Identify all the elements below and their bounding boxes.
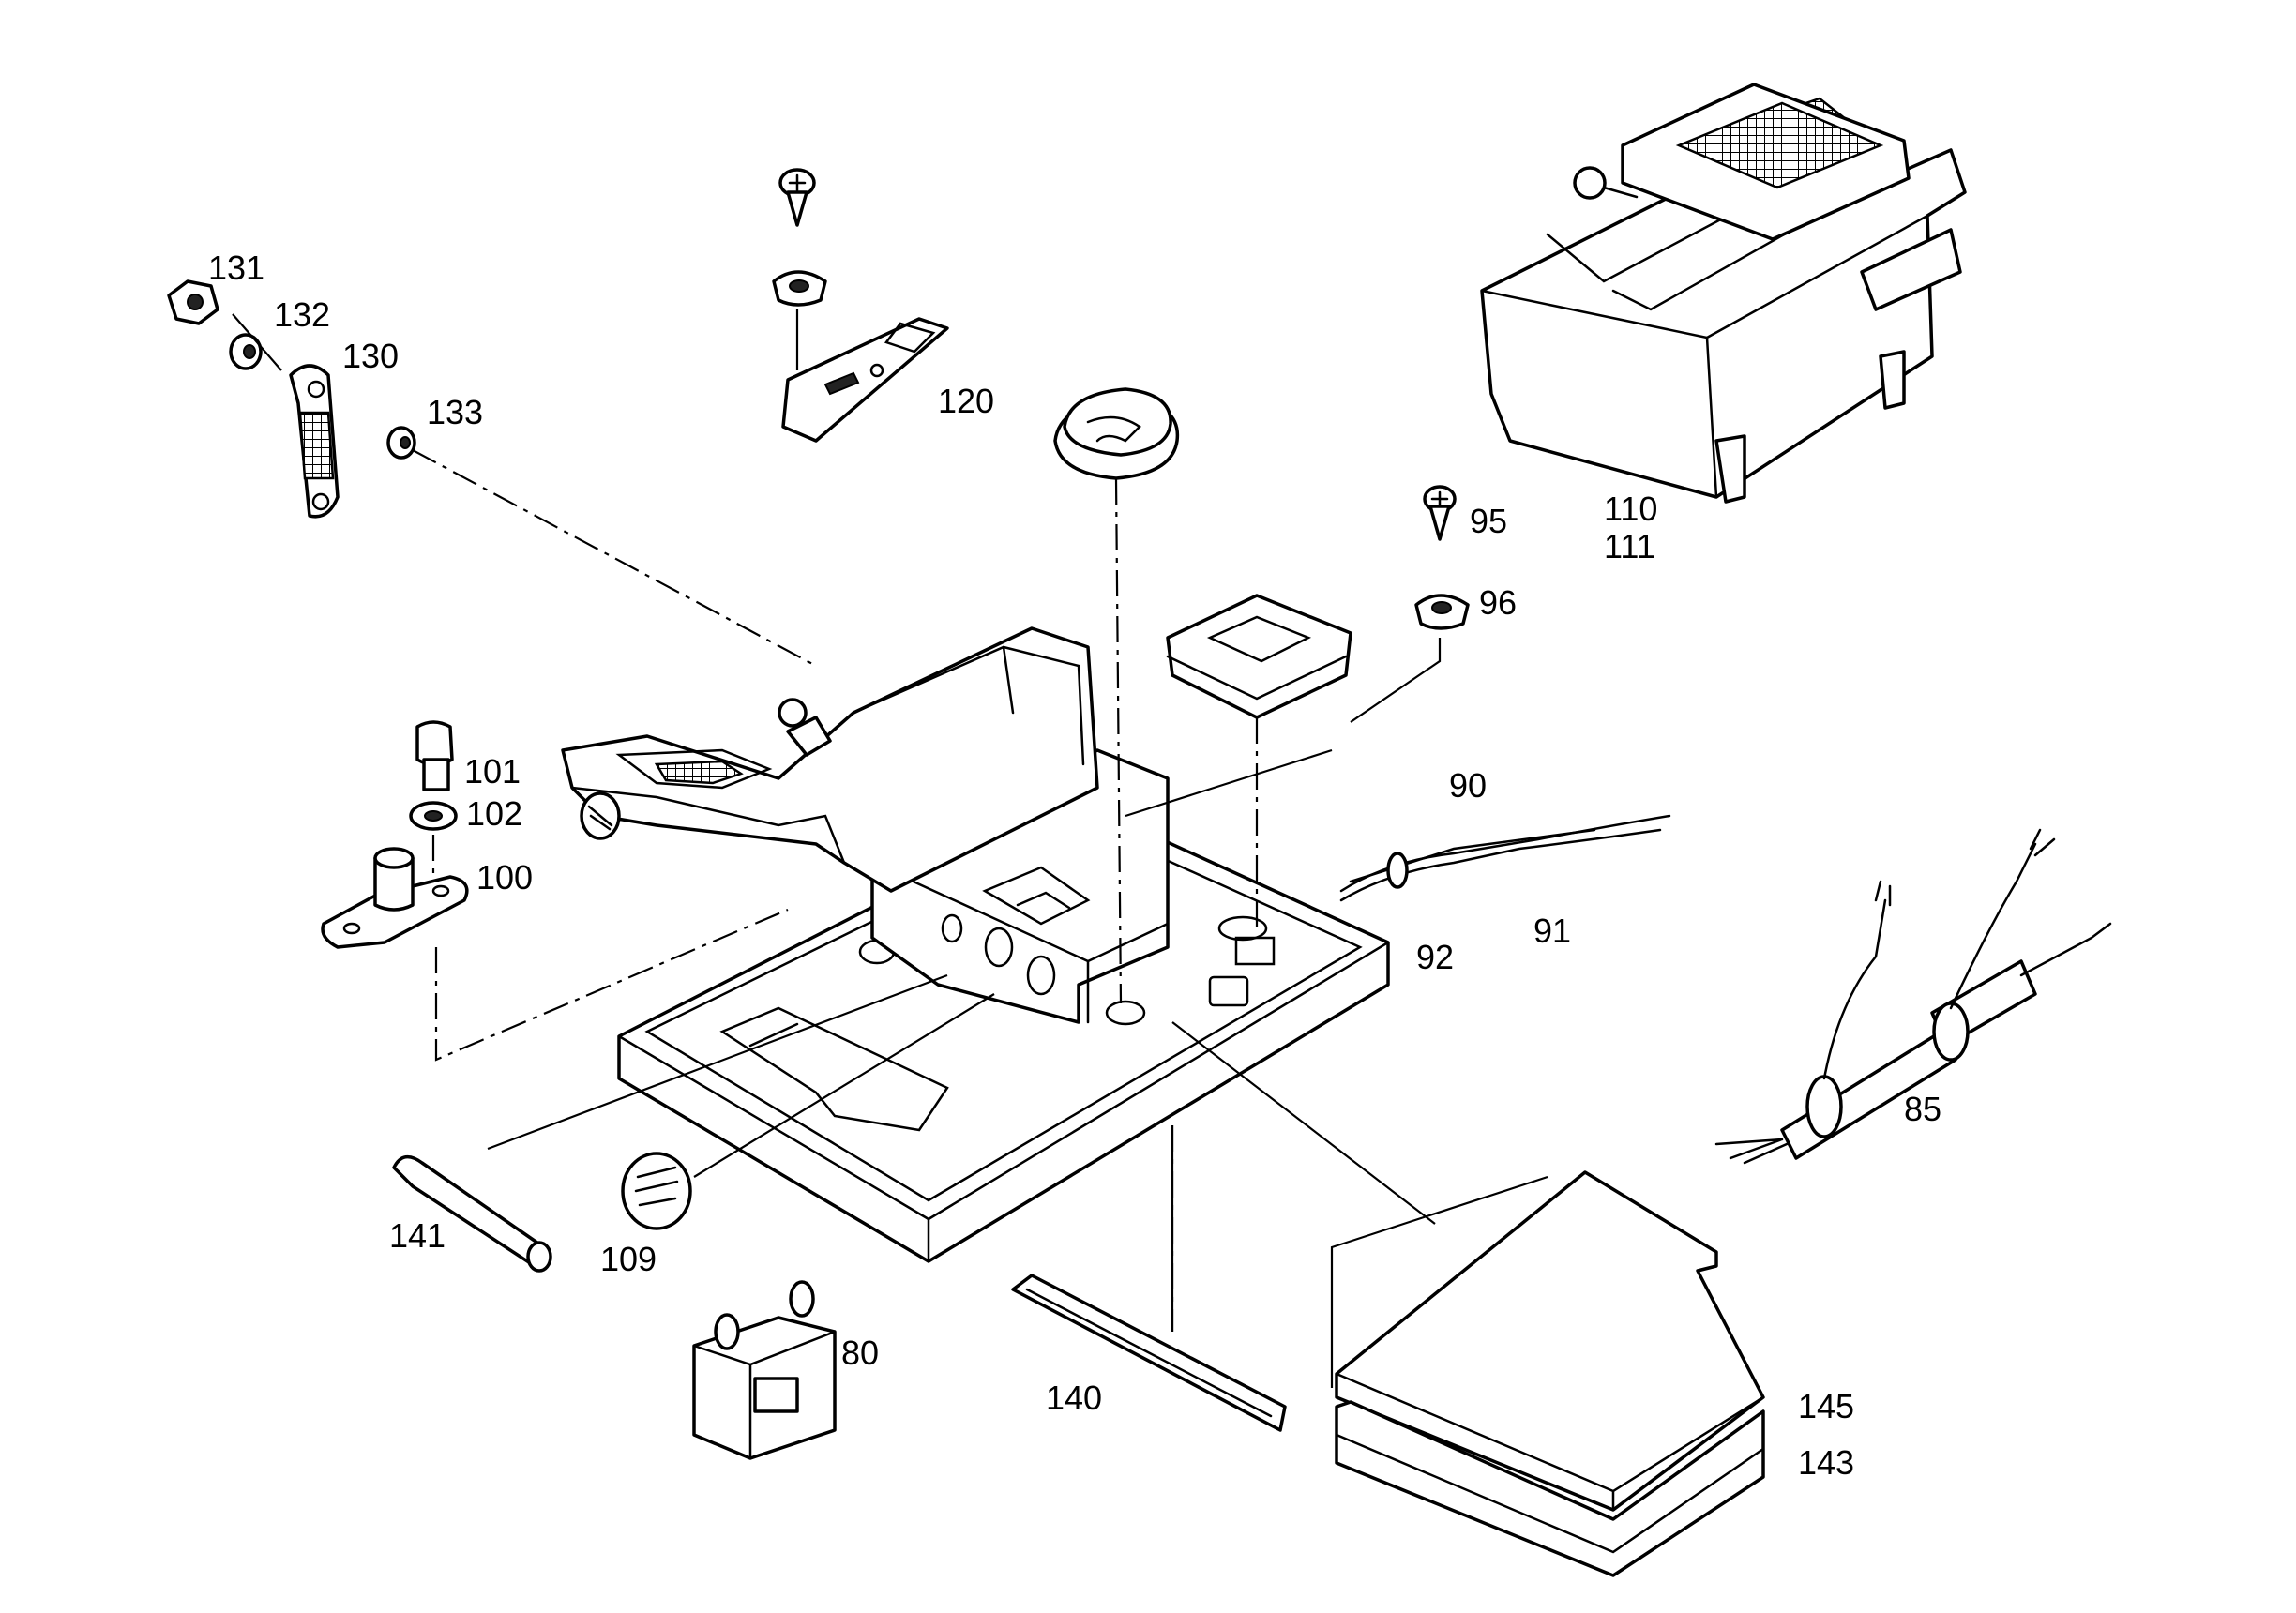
callout-101: 101: [464, 752, 521, 791]
callout-131: 131: [208, 249, 264, 287]
nut-131: [167, 279, 219, 325]
callout-109: 109: [600, 1240, 657, 1278]
bracket-100: [321, 847, 469, 949]
pad-set: [1335, 1170, 1765, 1577]
callout-95: 95: [1470, 502, 1507, 540]
square-grommet: [1166, 594, 1352, 719]
washer-132: [229, 333, 263, 370]
bridge-body: [870, 748, 1170, 1026]
pin-141: [392, 1154, 552, 1273]
callout-132: 132: [274, 295, 330, 334]
leader-lines: [232, 309, 1548, 1388]
callout-145: 145: [1798, 1387, 1854, 1425]
handle-arm: [561, 626, 1099, 893]
callout-140: 140: [1046, 1379, 1102, 1417]
callout-111: 111: [1604, 527, 1655, 565]
channel-140: [1011, 1274, 1287, 1432]
callout-90: 90: [1449, 766, 1487, 805]
callout-133: 133: [427, 393, 483, 431]
callout-141: 141: [389, 1216, 446, 1255]
callout-85: 85: [1904, 1090, 1941, 1128]
washer-96: [1414, 594, 1470, 630]
washer-102: [409, 801, 458, 831]
callout-80: 80: [841, 1334, 879, 1372]
screw-top: [772, 168, 827, 307]
clamp-80: [692, 1280, 837, 1460]
cover-box: [1480, 83, 1967, 504]
callout-92: 92: [1416, 938, 1454, 976]
callout-100: 100: [476, 858, 533, 897]
harness-85: [1714, 828, 2112, 1165]
plate-130: [289, 364, 340, 519]
c-grommet: [1053, 387, 1180, 480]
callout-102: 102: [466, 794, 522, 833]
callout-labels: 131 132 130 133 120 110 111 95 96 101 10…: [208, 249, 1941, 1482]
callout-120: 120: [938, 382, 994, 420]
wire-bundle-90: [1339, 814, 1671, 902]
callout-143: 143: [1798, 1443, 1854, 1482]
bolt-101: [415, 720, 454, 791]
callout-96: 96: [1479, 583, 1517, 622]
plate-120: [781, 317, 949, 443]
callout-110: 110: [1604, 490, 1657, 528]
callout-130: 130: [342, 337, 399, 375]
callout-91: 91: [1533, 912, 1571, 950]
washer-133: [386, 426, 416, 460]
plug-109: [621, 1152, 692, 1230]
screw-95: [1423, 485, 1457, 541]
